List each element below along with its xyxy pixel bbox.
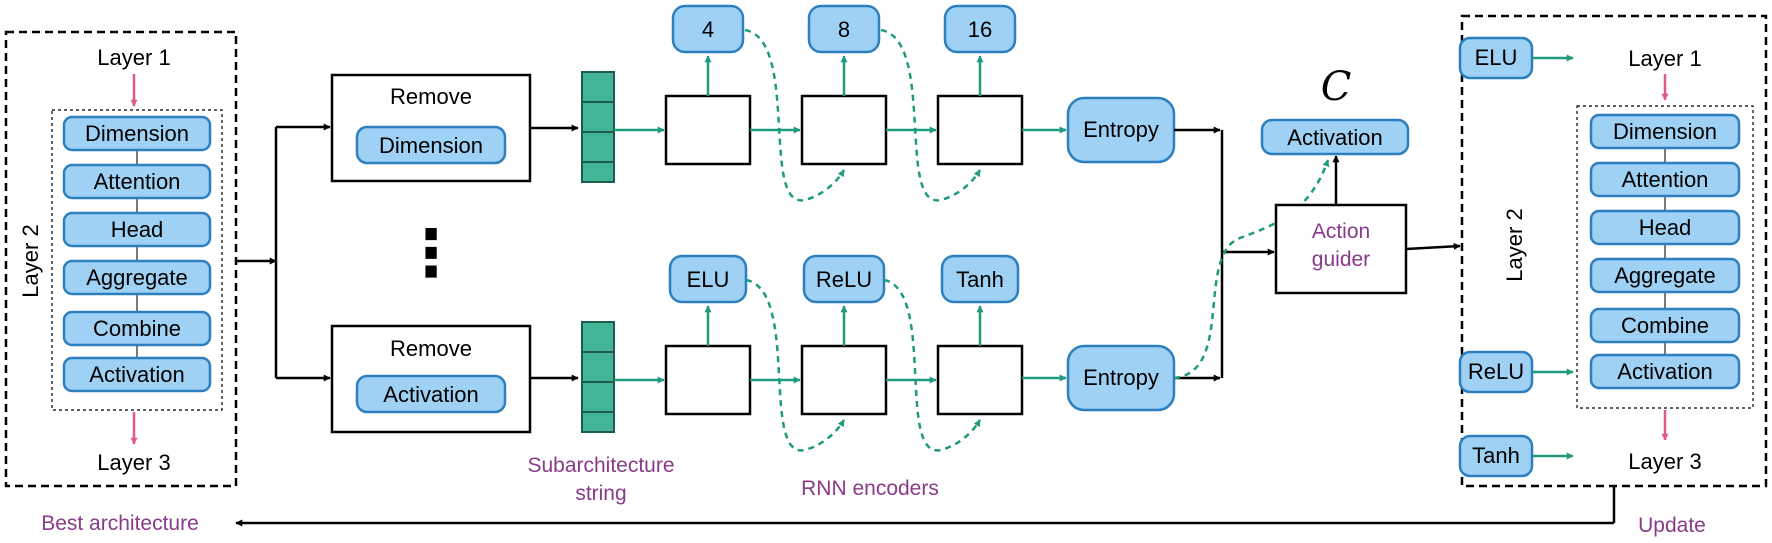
top-feedback-1 <box>744 28 846 202</box>
bottom-output-1 <box>668 254 748 304</box>
symbol-c: C <box>1321 64 1352 110</box>
left-item-aggregate <box>62 259 212 296</box>
bottom-output-3 <box>940 254 1020 304</box>
left-stack: Dimension Attention Head Aggregate Combi… <box>62 115 212 393</box>
right-item-combine-label: Combine <box>1621 313 1709 338</box>
right-input-elu-label: ELU <box>1475 45 1518 70</box>
left-item-activation <box>62 356 212 393</box>
right-layer1-label: Layer 1 <box>1628 46 1701 71</box>
top-output-2 <box>807 4 881 54</box>
selected-activation-label: Activation <box>1287 125 1382 150</box>
right-stack: Dimension Attention Head Aggregate Combi… <box>1589 113 1741 390</box>
left-item-head-label: Head <box>111 217 164 242</box>
right-layer2-label: Layer 2 <box>1502 208 1527 281</box>
bottom-removed-item-label: Activation <box>383 382 478 407</box>
top-output-1 <box>671 4 745 54</box>
left-item-dimension-label: Dimension <box>85 121 189 146</box>
bottom-entropy-label: Entropy <box>1083 365 1159 390</box>
bottom-feedback-1 <box>745 278 846 452</box>
bottom-remove-label: Remove <box>390 336 472 361</box>
best-architecture-label: Best architecture <box>41 512 199 535</box>
top-output-3-label: 16 <box>968 17 992 42</box>
subarchitecture-caption-line1: Subarchitecture <box>527 454 674 477</box>
right-item-activation <box>1589 353 1741 390</box>
bottom-rnn-cell-2 <box>800 344 888 416</box>
bottom-rnn-cell-1 <box>664 344 752 416</box>
guider-to-updated-panel <box>1405 242 1461 251</box>
top-rnn-cell-3 <box>936 94 1024 166</box>
left-layer1-label: Layer 1 <box>97 45 170 70</box>
right-item-attention-label: Attention <box>1622 167 1709 192</box>
left-item-combine <box>62 310 212 347</box>
left-item-dimension <box>62 115 212 152</box>
left-item-activation-label: Activation <box>89 362 184 387</box>
left-layer3-label: Layer 3 <box>97 450 170 475</box>
top-rnn-cell-1 <box>664 94 752 166</box>
top-subarchitecture-string <box>581 71 615 183</box>
right-panel-inner-frame <box>1576 105 1754 409</box>
top-entropy-label: Entropy <box>1083 117 1159 142</box>
action-guider-box <box>1274 203 1408 295</box>
bottom-output-1-label: ELU <box>687 267 730 292</box>
left-panel-frame <box>4 30 238 488</box>
subarchitecture-caption-line2: string <box>575 482 626 505</box>
action-guider-label-line2: guider <box>1312 248 1370 271</box>
bottom-removed-item <box>355 374 507 414</box>
top-removed-item-label: Dimension <box>379 133 483 158</box>
right-input-tanh-label: Tanh <box>1472 443 1520 468</box>
left-item-attention <box>62 163 212 200</box>
right-item-combine <box>1589 307 1741 344</box>
rnn-encoders-caption: RNN encoders <box>801 477 939 500</box>
right-input-relu-label: ReLU <box>1468 359 1524 384</box>
top-remove-label: Remove <box>390 84 472 109</box>
left-item-head <box>62 211 212 248</box>
top-output-3 <box>943 4 1017 54</box>
update-label: Update <box>1638 514 1706 537</box>
left-item-attention-label: Attention <box>94 169 181 194</box>
bottom-subarchitecture-string <box>581 321 615 433</box>
top-feedback-2 <box>880 28 982 202</box>
top-output-2-label: 8 <box>838 17 850 42</box>
left-item-combine-label: Combine <box>93 316 181 341</box>
top-output-1-label: 4 <box>702 17 714 42</box>
left-item-aggregate-label: Aggregate <box>86 265 188 290</box>
right-item-aggregate <box>1589 257 1741 294</box>
left-layer2-label: Layer 2 <box>18 224 43 297</box>
right-item-head-label: Head <box>1639 215 1692 240</box>
bottom-output-2 <box>802 254 886 304</box>
right-item-aggregate-label: Aggregate <box>1614 263 1716 288</box>
bottom-output-3-label: Tanh <box>956 267 1004 292</box>
right-layer3-label: Layer 3 <box>1628 449 1701 474</box>
right-item-activation-label: Activation <box>1617 359 1712 384</box>
selected-activation <box>1260 118 1410 156</box>
bottom-entropy-to-activation <box>1173 159 1330 380</box>
left-panel-inner-frame <box>51 109 223 411</box>
top-rnn-cell-2 <box>800 94 888 166</box>
right-item-dimension <box>1589 113 1741 150</box>
right-item-head <box>1589 209 1741 246</box>
bottom-feedback-2 <box>883 278 982 452</box>
bottom-rnn-cell-3 <box>936 344 1024 416</box>
top-removed-item <box>355 125 507 165</box>
right-item-attention <box>1589 161 1741 198</box>
bottom-output-2-label: ReLU <box>816 267 872 292</box>
ellipsis: ⋮ <box>399 217 463 291</box>
right-item-dimension-label: Dimension <box>1613 119 1717 144</box>
action-guider-label-line1: Action <box>1312 220 1370 243</box>
